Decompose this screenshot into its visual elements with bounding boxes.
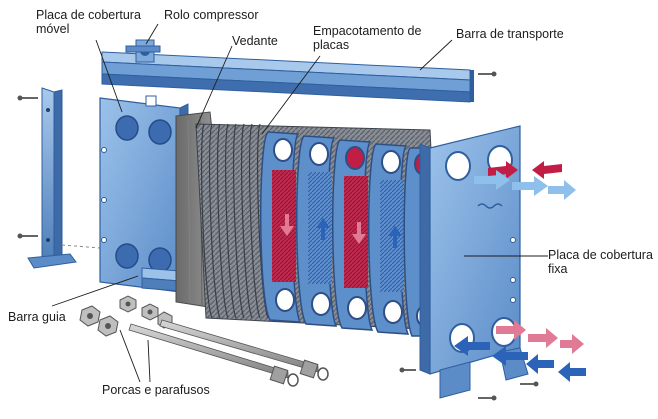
- flow-arrows-bottom: [454, 320, 586, 382]
- carrying-bar: [101, 51, 497, 103]
- nuts-and-bolts: [79, 295, 329, 387]
- plate-pack: [195, 123, 441, 337]
- label-plate-pack: Empacotamento de placas: [313, 24, 422, 52]
- label-fixed-cover-plate: Placa de cobertura fixa: [548, 248, 653, 276]
- label-compression-roller: Rolo compressor: [164, 8, 259, 22]
- movable-cover-plate: [99, 95, 189, 293]
- small-bolts-left: [17, 95, 101, 249]
- label-movable-cover-plate: Placa de cobertura móvel: [36, 8, 141, 36]
- leader-lines: [51, 23, 548, 383]
- leader-carrying-bar: [419, 39, 453, 71]
- compression-roller: [125, 39, 161, 63]
- label-carrying-bar: Barra de transporte: [456, 27, 564, 41]
- leader-nuts-b: [147, 339, 151, 383]
- label-nuts-and-bolts: Porcas e parafusos: [102, 383, 210, 397]
- flow-arrows-top: [474, 161, 576, 200]
- leader-plate-pack: [261, 55, 321, 135]
- leader-movable-cover-plate: [95, 39, 123, 113]
- leader-guide-bar: [51, 275, 139, 307]
- leader-nuts-a: [119, 329, 141, 383]
- plate-cold-2: [367, 143, 410, 335]
- plate-hot-2: [331, 139, 374, 331]
- small-bolts-right: [399, 367, 539, 401]
- label-gasket: Vedante: [232, 34, 278, 48]
- leader-compression-roller: [145, 23, 159, 45]
- plate-cold-1: [295, 135, 338, 327]
- plate-hot-1: [259, 131, 302, 323]
- leader-gasket: [195, 45, 233, 129]
- label-guide-bar: Barra guia: [8, 310, 66, 324]
- guide-post: [27, 87, 77, 269]
